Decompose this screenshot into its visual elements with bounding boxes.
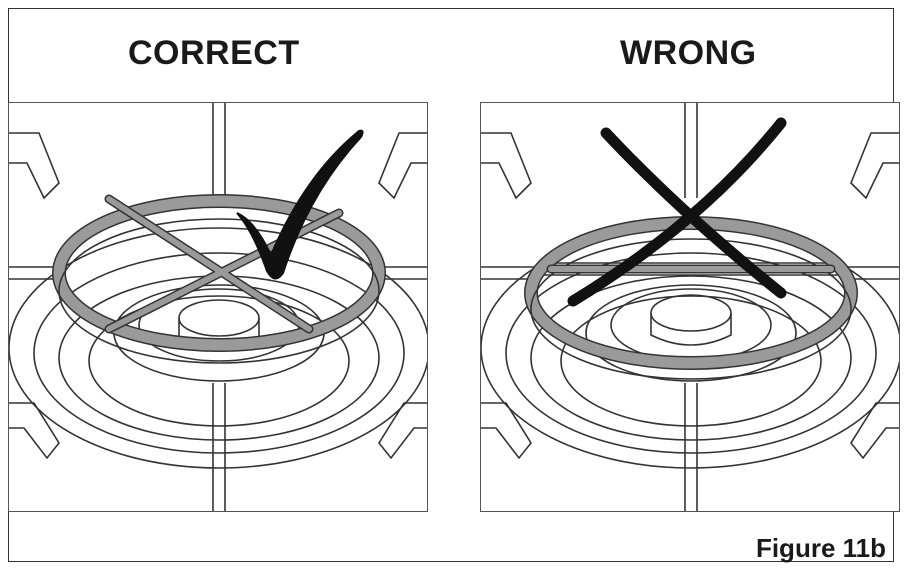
corner-support-br (850, 402, 899, 460)
hob-ring-2 (505, 252, 877, 454)
wrong-label: WRONG (620, 34, 757, 72)
burner-core-top (650, 294, 732, 332)
corner-support-tr (378, 132, 427, 200)
hob-ring-4 (88, 295, 350, 427)
checkmark-icon (236, 129, 364, 280)
corner-support-tl (481, 132, 532, 200)
hob-outer-ring (9, 227, 427, 469)
burner-cap-mid (610, 288, 772, 362)
burner-core-body (650, 313, 732, 346)
hob-ring-4 (560, 295, 822, 427)
figure-caption: Figure 11b (755, 533, 886, 563)
corner-support-bl (481, 402, 532, 460)
wrong-burner-panel (480, 102, 900, 512)
corner-support-br (378, 402, 427, 460)
cross-icon (567, 117, 787, 307)
hob-ring-3 (530, 275, 852, 441)
burner-core-top (178, 299, 260, 337)
wok-ring-correct (52, 194, 386, 364)
wrong-burner-illustration (481, 103, 899, 511)
hob-ring-2 (33, 252, 405, 454)
corner-support-tl (9, 132, 60, 200)
corner-support-tr (850, 132, 899, 200)
correct-burner-panel (8, 102, 428, 512)
correct-burner-illustration (9, 103, 427, 511)
correct-label: CORRECT (128, 34, 300, 72)
burner-cap-outer (585, 284, 797, 382)
corner-support-bl (9, 402, 60, 460)
